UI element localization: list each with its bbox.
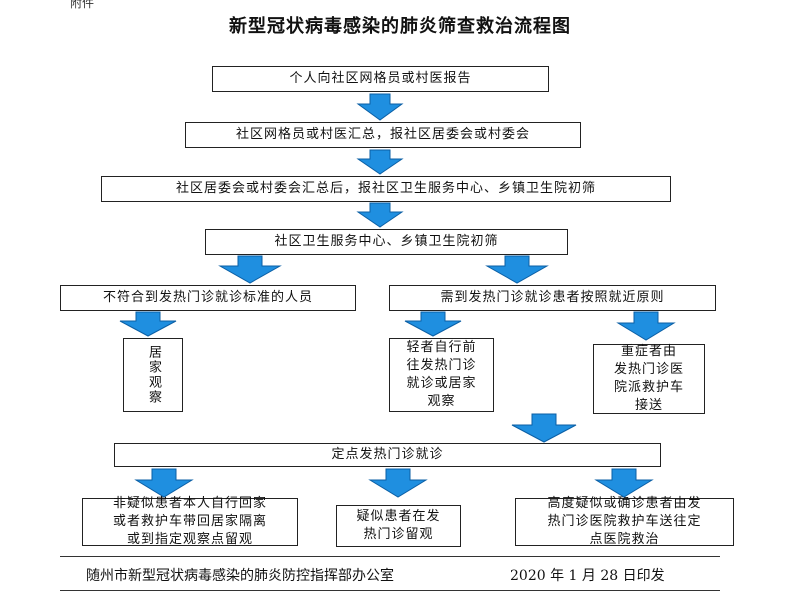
- step-committee-summary-label: 社区居委会或村委会汇总后，报社区卫生服务中心、乡镇卫生院初筛: [175, 181, 596, 196]
- result-high-suspect: 高度疑似或确诊患者由发 热门诊医院救护车送往定 点医院救治: [515, 496, 734, 547]
- down-arrow-icon: [356, 93, 404, 121]
- outcome-home-observe-label: 居家观察: [146, 345, 161, 405]
- down-arrow-icon: [594, 468, 654, 498]
- result-high-suspect-label: 高度疑似或确诊患者由发 热门诊医院救护车送往定 点医院救治: [547, 496, 702, 547]
- down-arrow-icon: [368, 468, 428, 498]
- attachment-label: 附件: [70, 0, 95, 10]
- step-report-label: 个人向社区网格员或村医报告: [289, 71, 472, 86]
- step-initial-screening-label: 社区卫生服务中心、乡镇卫生院初筛: [274, 234, 499, 249]
- step-grid-summary-label: 社区网格员或村医汇总，报社区居委会或村委会: [235, 127, 530, 142]
- result-suspect-label: 疑似患者在发 热门诊留观: [356, 509, 441, 542]
- down-arrow-icon: [485, 255, 549, 284]
- outcome-home-observe: 居家观察: [123, 338, 183, 412]
- footer-divider-top: [60, 556, 720, 557]
- down-arrow-icon: [134, 468, 194, 498]
- outcome-severe-label: 重症者由 发热门诊医 院派救护车 接送: [613, 344, 684, 413]
- down-arrow-icon: [404, 311, 462, 337]
- branch-not-qualified: 不符合到发热门诊就诊标准的人员: [60, 285, 356, 311]
- branch-fever-clinic-label: 需到发热门诊就诊患者按照就近原则: [440, 290, 665, 305]
- outcome-mild: 轻者自行前 往发热门诊 就诊或居家 观察: [389, 338, 494, 412]
- designated-fever-clinic: 定点发热门诊就诊: [114, 443, 661, 467]
- down-arrow-icon: [356, 202, 404, 228]
- branch-fever-clinic: 需到发热门诊就诊患者按照就近原则: [389, 285, 716, 311]
- down-arrow-icon: [511, 413, 577, 443]
- footer-divider-bottom: [60, 590, 720, 591]
- outcome-severe: 重症者由 发热门诊医 院派救护车 接送: [593, 344, 705, 414]
- footer-office: 随州市新型冠状病毒感染的肺炎防控指挥部办公室: [86, 568, 394, 584]
- designated-fever-clinic-label: 定点发热门诊就诊: [331, 447, 444, 462]
- step-grid-summary: 社区网格员或村医汇总，报社区居委会或村委会: [185, 122, 581, 148]
- step-report: 个人向社区网格员或村医报告: [212, 66, 549, 92]
- result-suspect: 疑似患者在发 热门诊留观: [336, 505, 461, 547]
- result-non-suspect-label: 非疑似患者本人自行回家 或者救护车带回居家隔离 或到指定观察点留观: [112, 496, 267, 547]
- down-arrow-icon: [119, 311, 177, 337]
- step-committee-summary: 社区居委会或村委会汇总后，报社区卫生服务中心、乡镇卫生院初筛: [101, 176, 671, 202]
- down-arrow-icon: [616, 311, 676, 341]
- branch-not-qualified-label: 不符合到发热门诊就诊标准的人员: [102, 290, 313, 305]
- down-arrow-icon: [356, 149, 404, 175]
- outcome-mild-label: 轻者自行前 往发热门诊 就诊或居家 观察: [406, 340, 477, 409]
- footer-date: 2020 年 1 月 28 日印发: [510, 568, 665, 584]
- result-non-suspect: 非疑似患者本人自行回家 或者救护车带回居家隔离 或到指定观察点留观: [82, 496, 298, 547]
- step-initial-screening: 社区卫生服务中心、乡镇卫生院初筛: [205, 229, 568, 255]
- down-arrow-icon: [218, 255, 282, 284]
- page-title: 新型冠状病毒感染的肺炎筛查救治流程图: [229, 16, 571, 37]
